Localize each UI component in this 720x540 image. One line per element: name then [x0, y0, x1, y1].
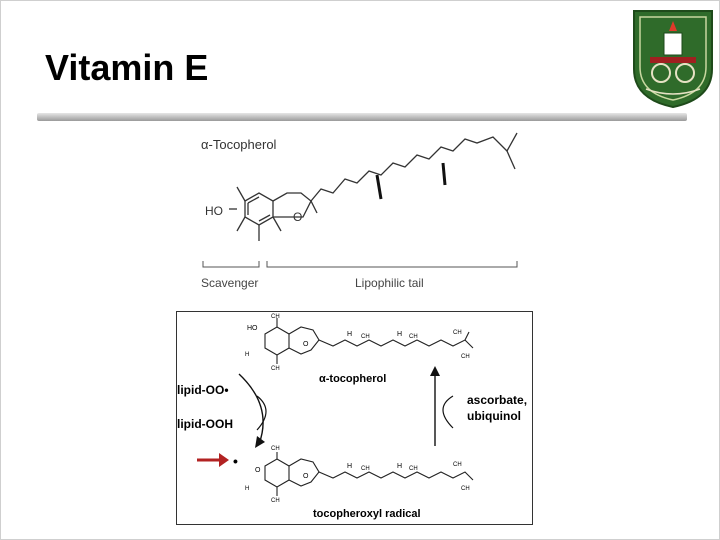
chromanol-ring [229, 186, 312, 241]
svg-text:HO: HO [247, 325, 258, 332]
tail-bracket [266, 261, 518, 268]
svg-text:CH: CH [361, 466, 370, 472]
svg-text:H: H [245, 352, 249, 358]
o-label: O [293, 210, 302, 224]
lipophilic-tail-chain [310, 132, 518, 202]
svg-text:CH: CH [271, 446, 280, 452]
svg-text:CH: CH [271, 366, 280, 372]
svg-text:CH: CH [409, 466, 418, 472]
redox-cycle-figure: HO CH O H CH H CH H CH CH CH α-tocophero… [176, 311, 533, 525]
tocopheroxyl-radical-structure [264, 452, 474, 496]
ubiquinol-label: ubiquinol [467, 409, 521, 423]
svg-text:CH: CH [409, 334, 418, 340]
lipid-oo-label: lipid-OO• [177, 383, 229, 397]
svg-text:H: H [397, 463, 402, 470]
ho-label: HO [205, 204, 223, 218]
svg-text:CH: CH [271, 314, 280, 320]
title-divider [37, 113, 687, 121]
scavenger-label: Scavenger [201, 276, 258, 290]
svg-text:CH: CH [361, 334, 370, 340]
svg-text:H: H [347, 331, 352, 338]
svg-text:H: H [245, 486, 249, 492]
svg-text:O: O [255, 467, 261, 474]
svg-text:CH: CH [453, 330, 462, 336]
university-logo [633, 10, 713, 109]
svg-text:O: O [303, 341, 309, 348]
redox-cycle-drawing: HO CH O H CH H CH H CH CH CH α-tocophero… [177, 314, 527, 520]
svg-text:CH: CH [453, 462, 462, 468]
svg-text:O: O [303, 473, 309, 480]
slide-title: Vitamin E [45, 47, 209, 88]
tocopherol-structure-figure: α-Tocopherol HO O Scavenger Lipophilic t [201, 132, 518, 290]
svg-text:H: H [397, 331, 402, 338]
svg-text:CH: CH [271, 498, 280, 504]
alpha-tocopherol-structure [264, 318, 474, 364]
compound-label: α-Tocopherol [201, 137, 277, 152]
lipophilic-tail-label: Lipophilic tail [355, 276, 424, 290]
svg-text:CH: CH [461, 354, 470, 360]
oxidation-arrow [238, 373, 264, 445]
ascorbate-label: ascorbate, [467, 393, 527, 407]
svg-text:CH: CH [461, 486, 470, 492]
svg-text:H: H [347, 463, 352, 470]
radical-dot: • [233, 453, 238, 469]
alpha-tocopherol-label: α-tocopherol [319, 373, 386, 385]
tocopheroxyl-radical-label: tocopheroxyl radical [313, 508, 421, 520]
lipid-ooh-label: lipid-OOH [177, 417, 233, 431]
scavenger-bracket [202, 261, 260, 268]
